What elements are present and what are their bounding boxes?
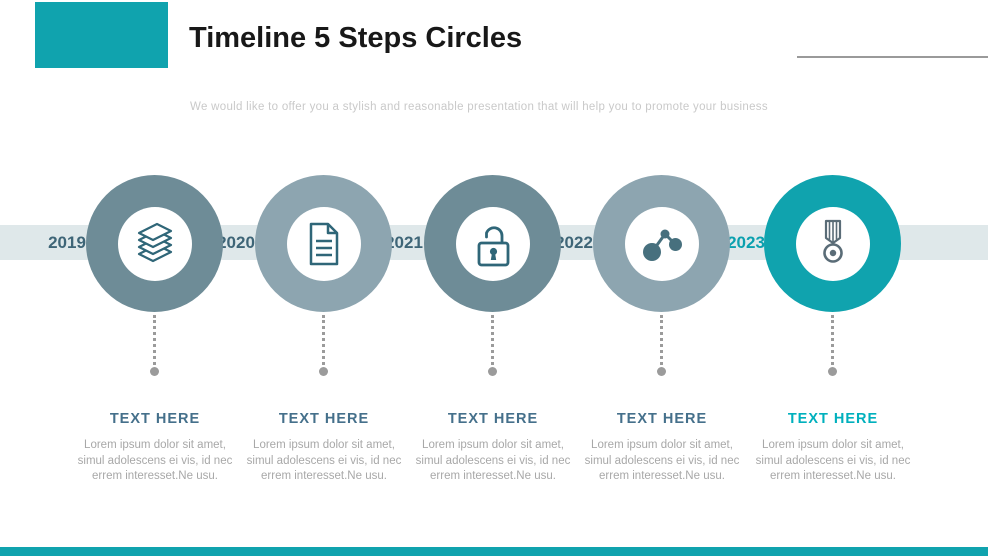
timeline-circle-2020 [255,175,392,312]
circle-inner-disc [117,206,192,281]
step-heading: TEXT HERE [787,411,879,427]
body-line: Lorem ipsum dolor sit amet, [84,439,226,451]
step-text-block: TEXT HERE Lorem ipsum dolor sit amet, si… [388,411,598,485]
body-line: simul adolescens ei vis, id nec [584,454,740,467]
year-label-2020: 2020 [217,233,255,252]
step-body: Lorem ipsum dolor sit amet, simul adoles… [728,438,938,485]
page-title: Timeline 5 Steps Circles [189,22,523,54]
step-text-block: TEXT HERE Lorem ipsum dolor sit amet, si… [50,411,260,485]
stack-icon [133,221,177,267]
connector-dotted-line [831,315,834,365]
body-line: simul adolescens ei vis, id nec [246,454,402,467]
step-body: Lorem ipsum dolor sit amet, simul adoles… [557,438,767,485]
body-line: errem interesset.Ne usu. [92,470,218,482]
brand-accent-block [35,2,168,68]
step-heading: TEXT HERE [278,411,370,427]
bottom-accent-bar [0,547,988,556]
body-line: Lorem ipsum dolor sit amet, [762,439,904,451]
body-line: simul adolescens ei vis, id nec [415,454,571,467]
body-line: errem interesset.Ne usu. [599,470,725,482]
connector-dotted-line [322,315,325,365]
timeline-circle-2022 [593,175,730,312]
circle-inner-disc [455,206,530,281]
step-text-block: TEXT HERE Lorem ipsum dolor sit amet, si… [219,411,429,485]
connector-end-dot [657,367,666,376]
connector-end-dot [150,367,159,376]
connector-end-dot [319,367,328,376]
body-line: Lorem ipsum dolor sit amet, [591,439,733,451]
step-body: Lorem ipsum dolor sit amet, simul adoles… [388,438,598,485]
connector-end-dot [828,367,837,376]
connector-dotted-line [153,315,156,365]
body-line: simul adolescens ei vis, id nec [755,454,911,467]
step-text-block: TEXT HERE Lorem ipsum dolor sit amet, si… [728,411,938,485]
header-divider-line [797,56,988,58]
circle-inner-disc [286,206,361,281]
body-line: errem interesset.Ne usu. [261,470,387,482]
share-icon [639,223,685,265]
year-label-2021: 2021 [385,233,423,252]
body-line: errem interesset.Ne usu. [430,470,556,482]
step-text-block: TEXT HERE Lorem ipsum dolor sit amet, si… [557,411,767,485]
body-line: Lorem ipsum dolor sit amet, [253,439,395,451]
circle-inner-disc [795,206,870,281]
timeline-circle-2023 [764,175,901,312]
connector-dotted-line [660,315,663,365]
step-heading: TEXT HERE [109,411,201,427]
medal-icon [813,219,853,269]
year-label-2019: 2019 [48,233,86,252]
step-heading: TEXT HERE [616,411,708,427]
document-icon [306,222,342,266]
circle-inner-disc [624,206,699,281]
step-heading: TEXT HERE [447,411,539,427]
timeline-circle-2021 [424,175,561,312]
body-line: simul adolescens ei vis, id nec [77,454,233,467]
body-line: errem interesset.Ne usu. [770,470,896,482]
step-body: Lorem ipsum dolor sit amet, simul adoles… [219,438,429,485]
timeline-circle-2019 [86,175,223,312]
connector-dotted-line [491,315,494,365]
subtitle-text: We would like to offer you a stylish and… [190,101,768,113]
year-label-2023: 2023 [727,233,765,252]
body-line: Lorem ipsum dolor sit amet, [422,439,564,451]
lock-icon [473,220,513,268]
step-body: Lorem ipsum dolor sit amet, simul adoles… [50,438,260,485]
year-label-2022: 2022 [555,233,593,252]
connector-end-dot [488,367,497,376]
